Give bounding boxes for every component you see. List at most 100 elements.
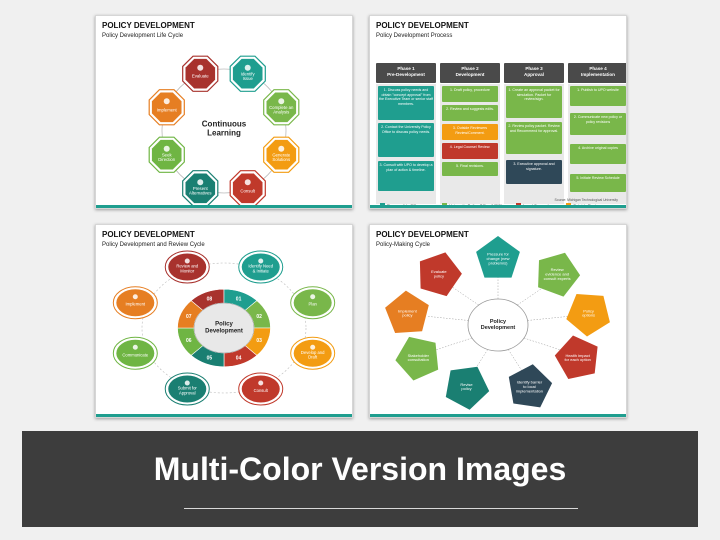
connector-line xyxy=(517,286,545,306)
slide-title: POLICY DEVELOPMENT xyxy=(102,21,195,30)
node-fill xyxy=(168,375,207,403)
cycle-node: Plan xyxy=(290,286,336,320)
source-note: Source: Michigan Technological Universit… xyxy=(554,198,618,202)
cycle-node: Identify Need& Initiate xyxy=(238,250,284,284)
connector-line xyxy=(523,337,561,351)
node-fill xyxy=(151,92,182,123)
connector-line xyxy=(435,337,473,351)
cycle-node: Consult xyxy=(229,170,266,207)
slide-subtitle: Policy Development and Review Cycle xyxy=(102,242,205,248)
segment-number: 05 xyxy=(207,355,213,361)
pentagon-node xyxy=(385,290,429,333)
node-fill xyxy=(168,253,207,281)
slide-thumbnail-process[interactable]: POLICY DEVELOPMENT Policy Development Pr… xyxy=(369,15,627,209)
process-step: 5. Final revisions. xyxy=(442,162,498,176)
slide-thumbnail-life-cycle[interactable]: POLICY DEVELOPMENT Policy Development Li… xyxy=(95,15,353,209)
process-step: 1. Create an approval packet for simulat… xyxy=(506,86,562,118)
chart-icon xyxy=(278,98,285,105)
pentagon-node xyxy=(419,252,462,297)
process-step: 3. Outside Reviewers Review/Comment. xyxy=(442,124,498,140)
node-fill xyxy=(293,339,332,367)
node-icon xyxy=(310,344,316,350)
node-fill xyxy=(293,289,332,317)
segment-number: 03 xyxy=(256,338,262,344)
slide-subtitle: Policy-Making Cycle xyxy=(376,242,431,248)
process-step: 5. Initiate Review Schedule xyxy=(570,174,626,192)
banner: Multi-Color Version Images xyxy=(22,431,698,527)
node-label: Evaluate xyxy=(192,74,209,79)
node-fill xyxy=(266,139,297,170)
slide-subtitle: Policy Development Life Cycle xyxy=(102,33,184,39)
banner-title: Multi-Color Version Images xyxy=(153,451,567,487)
node-label: Plan xyxy=(308,302,317,307)
node-icon xyxy=(258,380,264,386)
pentagon-node xyxy=(395,336,439,381)
slide-title: POLICY DEVELOPMENT xyxy=(102,230,195,239)
node-fill xyxy=(151,139,182,170)
node-label: Consult xyxy=(240,188,255,193)
cycle-node: Implement xyxy=(148,89,185,126)
process-step: 2. Review policy packet. Review and Reco… xyxy=(506,122,562,154)
node-label: Implement xyxy=(126,302,146,307)
rocket-icon xyxy=(163,98,170,105)
node-fill xyxy=(266,92,297,123)
segment-number: 06 xyxy=(186,338,192,344)
slide-thumbnail-policy-making[interactable]: POLICY DEVELOPMENT Policy-Making Cycle P… xyxy=(369,224,627,418)
segment-number: 01 xyxy=(236,297,242,303)
node-label: Communicate xyxy=(122,352,149,357)
node-fill xyxy=(116,289,155,317)
process-step: 2. Contact the University Policy Office … xyxy=(378,123,434,157)
slide-thumbnail-review-cycle[interactable]: POLICY DEVELOPMENT Policy Development an… xyxy=(95,224,353,418)
segment-number: 04 xyxy=(236,355,242,361)
node-icon xyxy=(184,258,190,264)
cycle-node: Communicate xyxy=(112,336,158,370)
outer-ring xyxy=(141,262,307,394)
node-label: Consult xyxy=(254,388,269,393)
connector-line xyxy=(527,316,569,321)
banner-underline xyxy=(184,508,578,509)
pentagon-node xyxy=(508,364,553,408)
cycle-node: Consult xyxy=(238,372,284,406)
pentagon-node xyxy=(476,236,520,278)
pentagon-node xyxy=(445,366,490,410)
slide-title: POLICY DEVELOPMENT xyxy=(376,230,469,239)
process-step: 3. Consult with UPO to develop a plan of… xyxy=(378,161,434,191)
pentagon-node xyxy=(566,294,610,337)
node-fill xyxy=(185,58,216,89)
cycle-ring xyxy=(161,68,287,194)
search-icon xyxy=(244,64,251,71)
connector-line xyxy=(508,349,523,373)
node-label: Identify Need& Initiate xyxy=(248,264,273,274)
node-icon xyxy=(310,294,316,300)
gear-icon xyxy=(278,145,285,152)
process-step: 3. Executive approval and signature. xyxy=(506,160,562,184)
center-hub xyxy=(193,302,255,354)
segment-number: 02 xyxy=(256,314,262,320)
people-icon xyxy=(244,179,251,186)
node-icon xyxy=(184,380,190,386)
cycle-node: Implement xyxy=(112,286,158,320)
